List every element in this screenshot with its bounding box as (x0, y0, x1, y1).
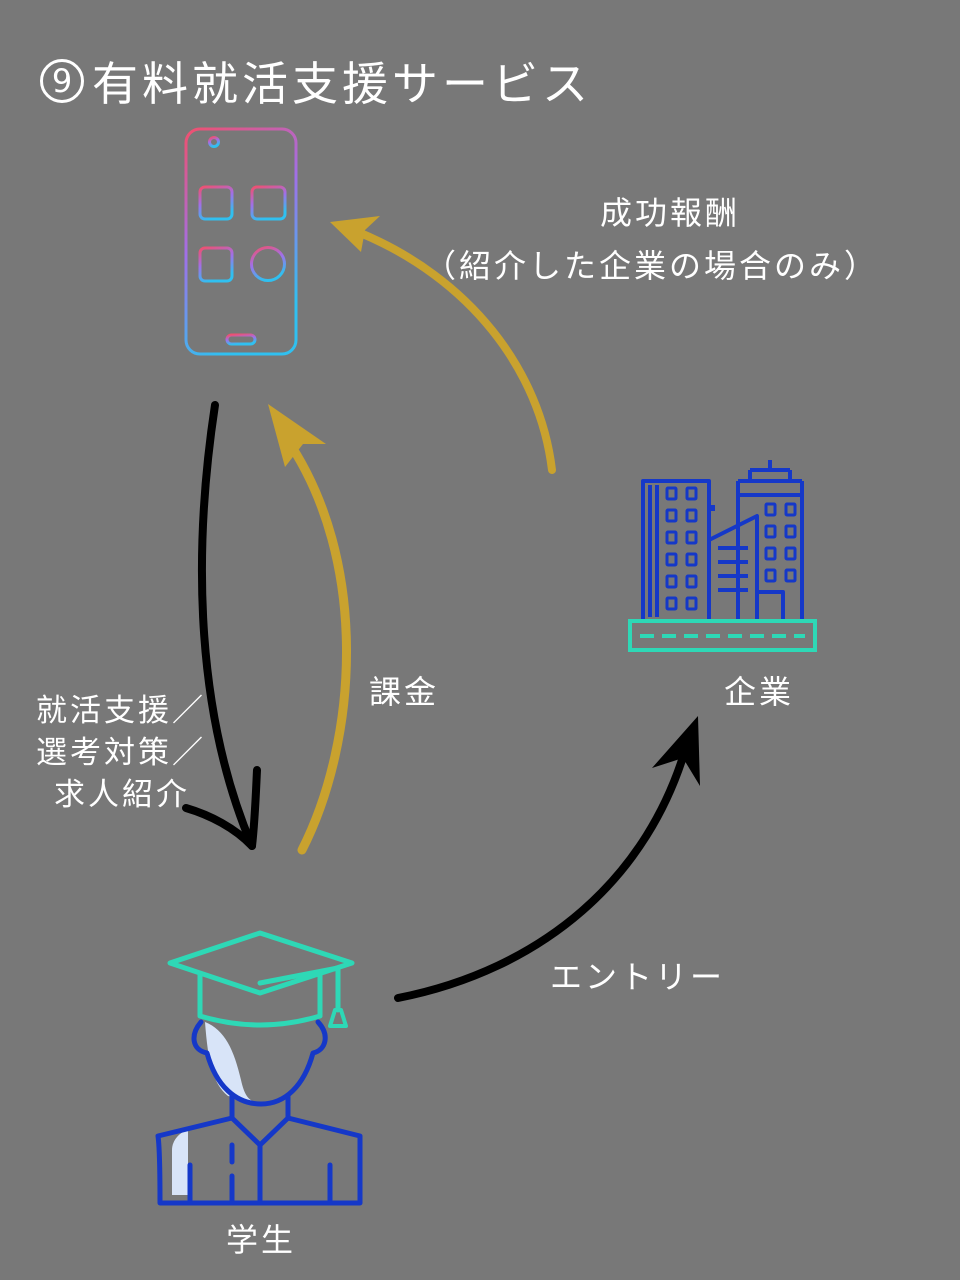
office-buildings-icon (641, 460, 804, 623)
support-label-line-3: 求人紹介 (54, 777, 190, 813)
page-title: 9 有料就活支援サービス (40, 48, 592, 114)
street-base-icon (628, 619, 817, 652)
entry-arrow (394, 736, 692, 1002)
success-fee-label: 成功報酬 (600, 194, 741, 232)
title-number-badge: 9 (40, 59, 84, 103)
student-label: 学生 (226, 1221, 297, 1259)
support-label-line-1: 就活支援／ (36, 693, 206, 729)
entry-arrowhead (652, 716, 700, 786)
support-label: 就活支援／ 選考対策／ 求人紹介 (16, 690, 206, 816)
success-fee-arrow (354, 228, 556, 474)
graduate-student-icon (155, 930, 363, 1206)
charge-arrowhead (268, 404, 326, 467)
title-text: 有料就活支援サービス (92, 57, 592, 111)
support-label-line-2: 選考対策／ (36, 735, 206, 771)
company-label: 企業 (724, 673, 795, 711)
charge-label: 課金 (369, 673, 440, 711)
entry-label: エントリー (550, 958, 726, 996)
support-arrowhead (182, 766, 261, 850)
success-fee-condition-label: （紹介した企業の場合のみ） (424, 247, 880, 285)
success-fee-arrowhead (330, 216, 380, 252)
support-arrow (197, 401, 256, 850)
charge-arrow (281, 433, 351, 855)
smartphone-icon (184, 127, 298, 356)
